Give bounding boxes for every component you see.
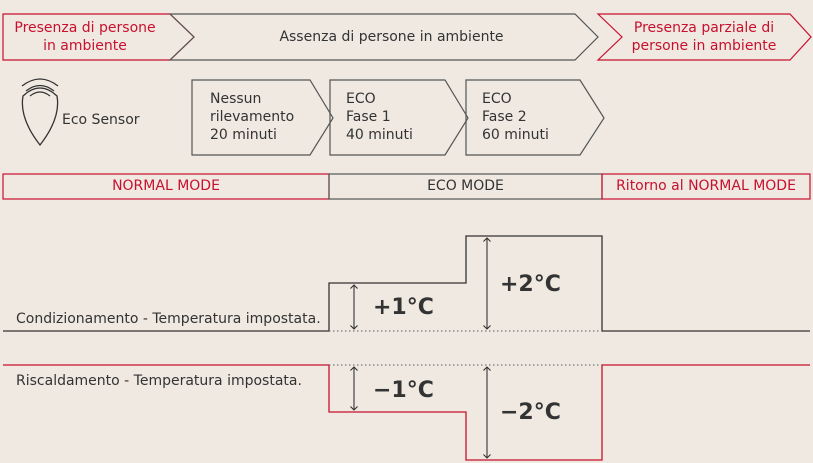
presence-right-shape bbox=[596, 13, 812, 61]
heating-delta-2: −2°C bbox=[500, 400, 561, 425]
step-3-shape bbox=[465, 79, 605, 156]
step-1-shape bbox=[191, 79, 334, 156]
presence-middle-shape bbox=[168, 13, 599, 61]
presence-middle-label: Assenza di persone in ambiente bbox=[279, 29, 504, 45]
mode-return-box bbox=[601, 173, 811, 200]
presence-left-label: Presenza di persone in ambiente bbox=[14, 20, 156, 54]
cooling-delta-2: +2°C bbox=[500, 272, 561, 297]
step-1-label: Nessun rilevamento 20 minuti bbox=[210, 91, 295, 143]
cooling-step-line bbox=[3, 235, 810, 332]
heating-label: Riscaldamento - Temperatura impostata. bbox=[16, 373, 302, 389]
step-3-label: ECO Fase 2 60 minuti bbox=[482, 91, 549, 143]
eco-sensor-icon bbox=[21, 78, 59, 147]
step-2-shape bbox=[329, 79, 469, 156]
cooling-label: Condizionamento - Temperatura impostata. bbox=[16, 311, 321, 327]
mode-return-label: Ritorno al NORMAL MODE bbox=[616, 178, 796, 194]
eco-sensor-label: Eco Sensor bbox=[62, 112, 140, 128]
mode-normal-label: NORMAL MODE bbox=[112, 178, 220, 194]
presence-right-label: Presenza parziale di persone in ambiente bbox=[631, 20, 777, 54]
step-2-label: ECO Fase 1 40 minuti bbox=[346, 91, 413, 143]
mode-eco-label: ECO MODE bbox=[427, 178, 504, 194]
heating-delta-1: −1°C bbox=[373, 378, 434, 403]
heating-step-line bbox=[3, 364, 810, 461]
cooling-delta-1: +1°C bbox=[373, 295, 434, 320]
